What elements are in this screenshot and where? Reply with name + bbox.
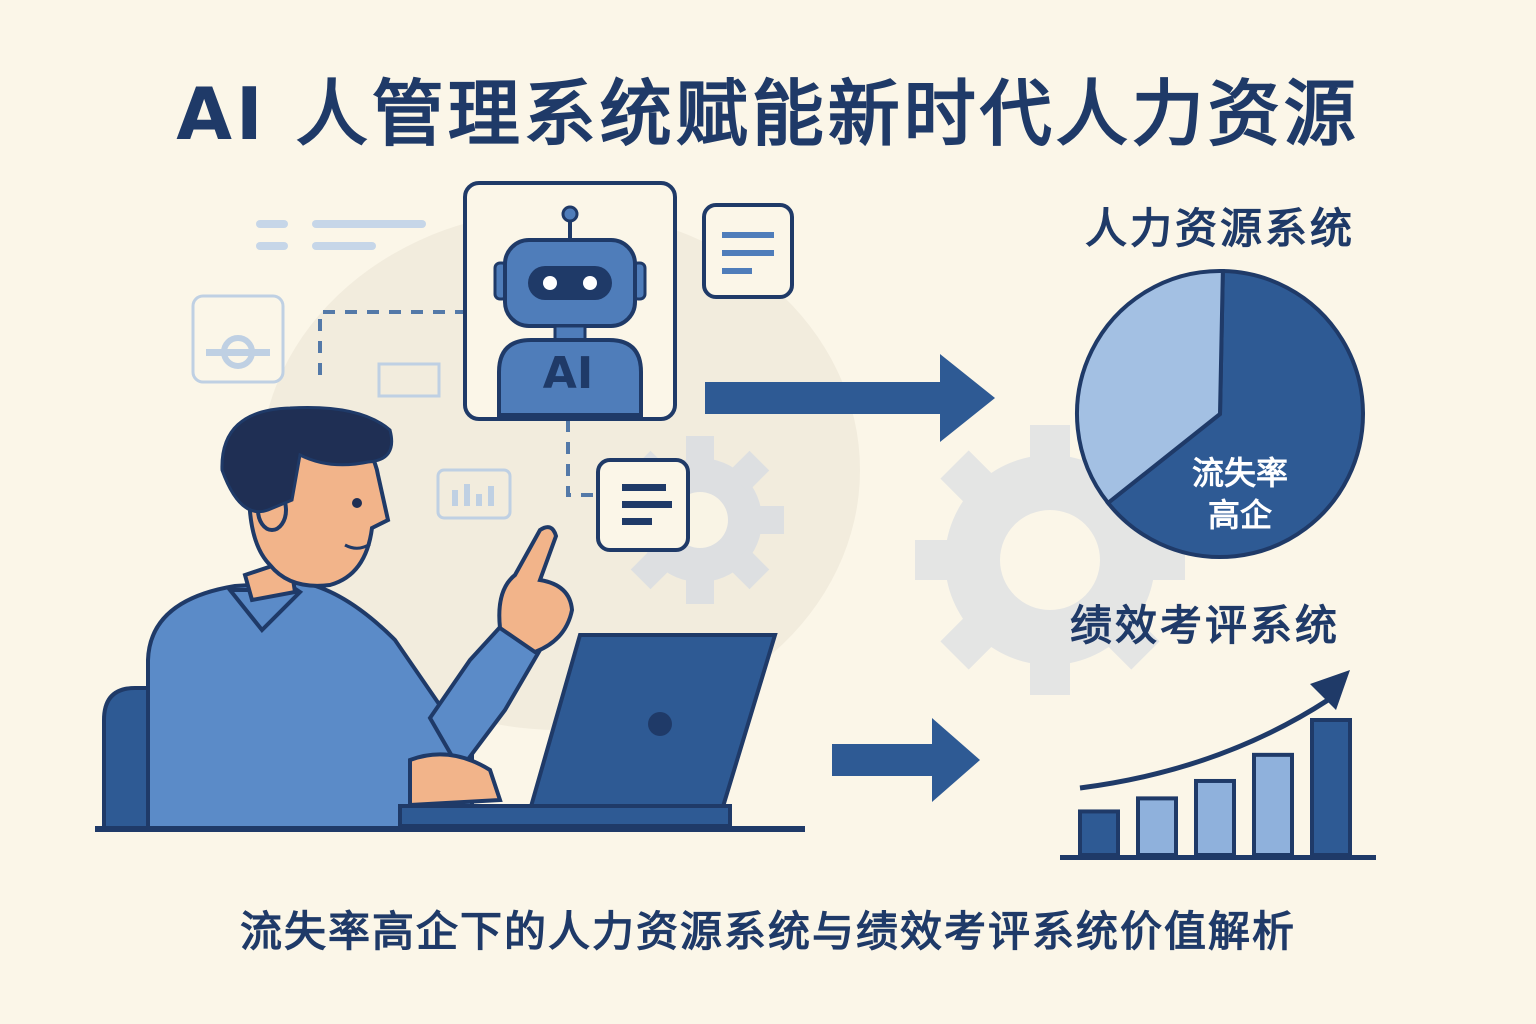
chart-baseline — [1060, 855, 1376, 860]
pie-label-line1: 流失率 — [1191, 454, 1288, 492]
bar — [1194, 778, 1236, 857]
bar — [1136, 796, 1178, 858]
pie-slice — [1105, 268, 1365, 559]
performance-system-title: 绩效考评系统 — [1069, 601, 1340, 650]
pie-label: 流失率 高企 — [1150, 452, 1330, 536]
dashed-connectors — [318, 310, 600, 497]
bar — [1252, 752, 1294, 857]
person-illustration — [95, 406, 805, 832]
gear-icon — [915, 425, 1185, 695]
robot-ai-badge: AI — [542, 348, 594, 399]
bar — [1310, 718, 1352, 857]
placeholder-box — [377, 362, 441, 398]
arrow-right-icon — [705, 354, 995, 442]
decorative-lines — [256, 220, 426, 250]
document-icon — [702, 203, 794, 299]
list-icon — [596, 458, 690, 552]
trend-arrow-head-icon — [1310, 670, 1350, 710]
footer-caption: 流失率高企下的人力资源系统与绩效考评系统价值解析 — [239, 907, 1296, 956]
pie-label-line2: 高企 — [1207, 496, 1272, 534]
page-title: AI 人管理系统赋能新时代人力资源 — [176, 72, 1360, 156]
hr-system-title: 人力资源系统 — [1084, 204, 1355, 253]
performance-bar-chart — [1060, 670, 1376, 860]
ai-robot-card — [463, 181, 677, 421]
eye-card-icon — [191, 294, 285, 384]
bar-card-icon — [436, 468, 512, 520]
pie-slice — [1075, 269, 1225, 506]
bar — [1078, 809, 1120, 857]
turnover-pie-chart — [1075, 268, 1365, 559]
trend-line — [1079, 697, 1330, 791]
arrow-right-icon — [832, 718, 980, 802]
